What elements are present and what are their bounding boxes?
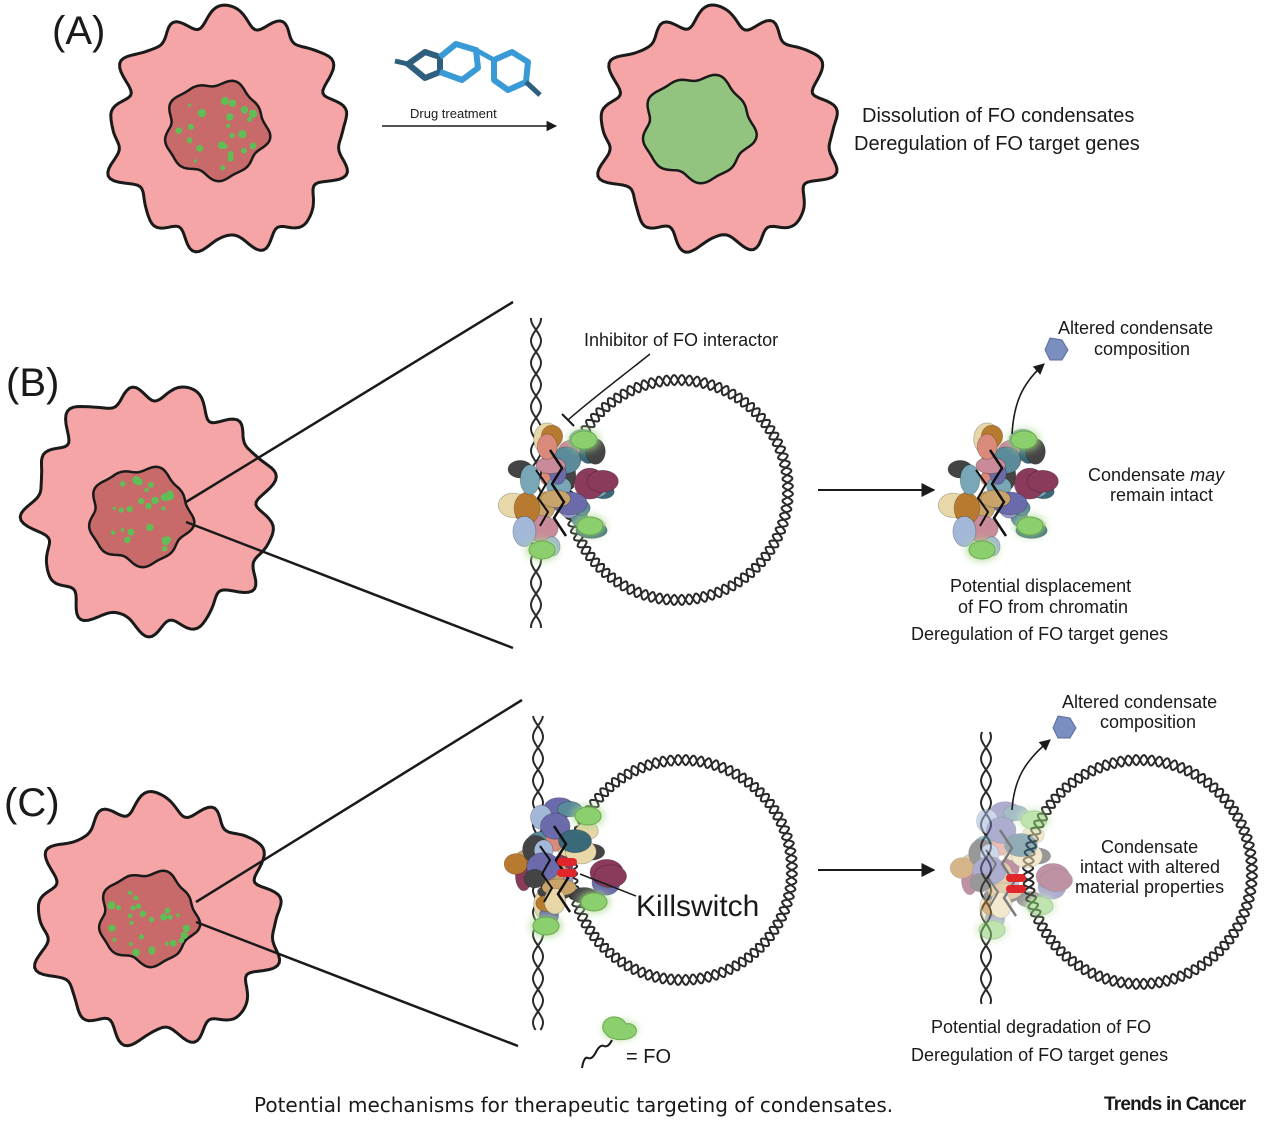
altered-c-line1: Altered condensate [1062, 692, 1217, 712]
killswitch-label: Killswitch [636, 890, 759, 923]
zoom-line-top [195, 698, 523, 904]
intact-c-line3: material properties [1075, 877, 1224, 897]
dissolved-nucleus [641, 73, 758, 185]
nucleus [163, 79, 272, 183]
altered-b-line1: Altered condensate [1058, 318, 1213, 338]
release-arrow-c [1011, 739, 1051, 811]
cell-a-before [106, 3, 349, 254]
intact-c-line2: intact with altered [1080, 857, 1220, 877]
panel-a: (A) Drug treatment Dissolution of FO con… [52, 3, 1140, 254]
released-protein-icon [1044, 337, 1069, 361]
panel-b: (B) Inhibitor of FO interactor Altered c… [6, 300, 1225, 650]
condensate-cluster-after [937, 422, 1059, 561]
chromatin-c-after [949, 731, 1258, 1005]
fo-legend-label: = FO [626, 1046, 671, 1068]
killswitch-pointer [579, 873, 637, 897]
condensate-puncta [110, 476, 175, 552]
chromatin-c [503, 715, 798, 1031]
condensate-cluster-faded [949, 801, 1073, 941]
release-arrow-b [1011, 363, 1045, 435]
panel-b-label: (B) [6, 361, 59, 405]
killswitch-icon [557, 858, 577, 877]
altered-c-line2: composition [1100, 712, 1196, 732]
fo-legend: = FO [581, 1016, 671, 1069]
outcome-a-line2: Deregulation of FO target genes [854, 133, 1140, 155]
intact-c-line1: Condensate [1101, 837, 1198, 857]
cell-b [18, 385, 278, 639]
panel-c: (C) Killswitch [4, 692, 1258, 1069]
inhibition-arrow [567, 353, 651, 421]
chromatin-b [497, 317, 794, 629]
intact-b-line2: remain intact [1110, 485, 1213, 505]
panel-a-label: (A) [52, 9, 105, 53]
condensate-cluster [497, 422, 619, 561]
figure-caption: Potential mechanisms for therapeutic tar… [254, 1093, 894, 1117]
inhibitor-label: Inhibitor of FO interactor [584, 330, 778, 350]
released-protein-icon [1052, 715, 1077, 739]
drug-treatment-label: Drug treatment [410, 106, 497, 121]
cell-c [33, 789, 283, 1048]
killswitch-icon [1006, 874, 1026, 893]
intact-b-line1: Condensate may [1088, 465, 1225, 485]
outcome-b-line2: of FO from chromatin [958, 597, 1128, 617]
panel-c-label: (C) [4, 781, 60, 825]
cell-a-after [596, 3, 839, 254]
zoom-line-top [185, 300, 514, 504]
zoom-line-bottom [195, 920, 519, 1048]
drug-molecule-icon [394, 41, 542, 97]
outcome-a-line1: Dissolution of FO condensates [862, 105, 1134, 127]
outcome-b-line1: Potential displacement [950, 576, 1131, 596]
altered-b-line2: composition [1094, 339, 1190, 359]
zoom-line-bottom [185, 520, 514, 650]
journal-logo: Trends in Cancer [1104, 1094, 1246, 1115]
outcome-c-line1: Potential degradation of FO [931, 1017, 1151, 1037]
dna-loop [1022, 754, 1258, 990]
inhibition-bar [561, 413, 575, 427]
condensate-puncta [107, 890, 191, 957]
intact-b-may: may [1190, 465, 1225, 485]
condensate-cluster [503, 797, 627, 937]
outcome-c-line2: Deregulation of FO target genes [911, 1045, 1168, 1065]
fo-protein-icon [581, 1016, 638, 1069]
condensate-puncta [175, 97, 258, 171]
intact-b-pre: Condensate [1088, 465, 1190, 485]
outcome-b-line3: Deregulation of FO target genes [911, 624, 1168, 644]
